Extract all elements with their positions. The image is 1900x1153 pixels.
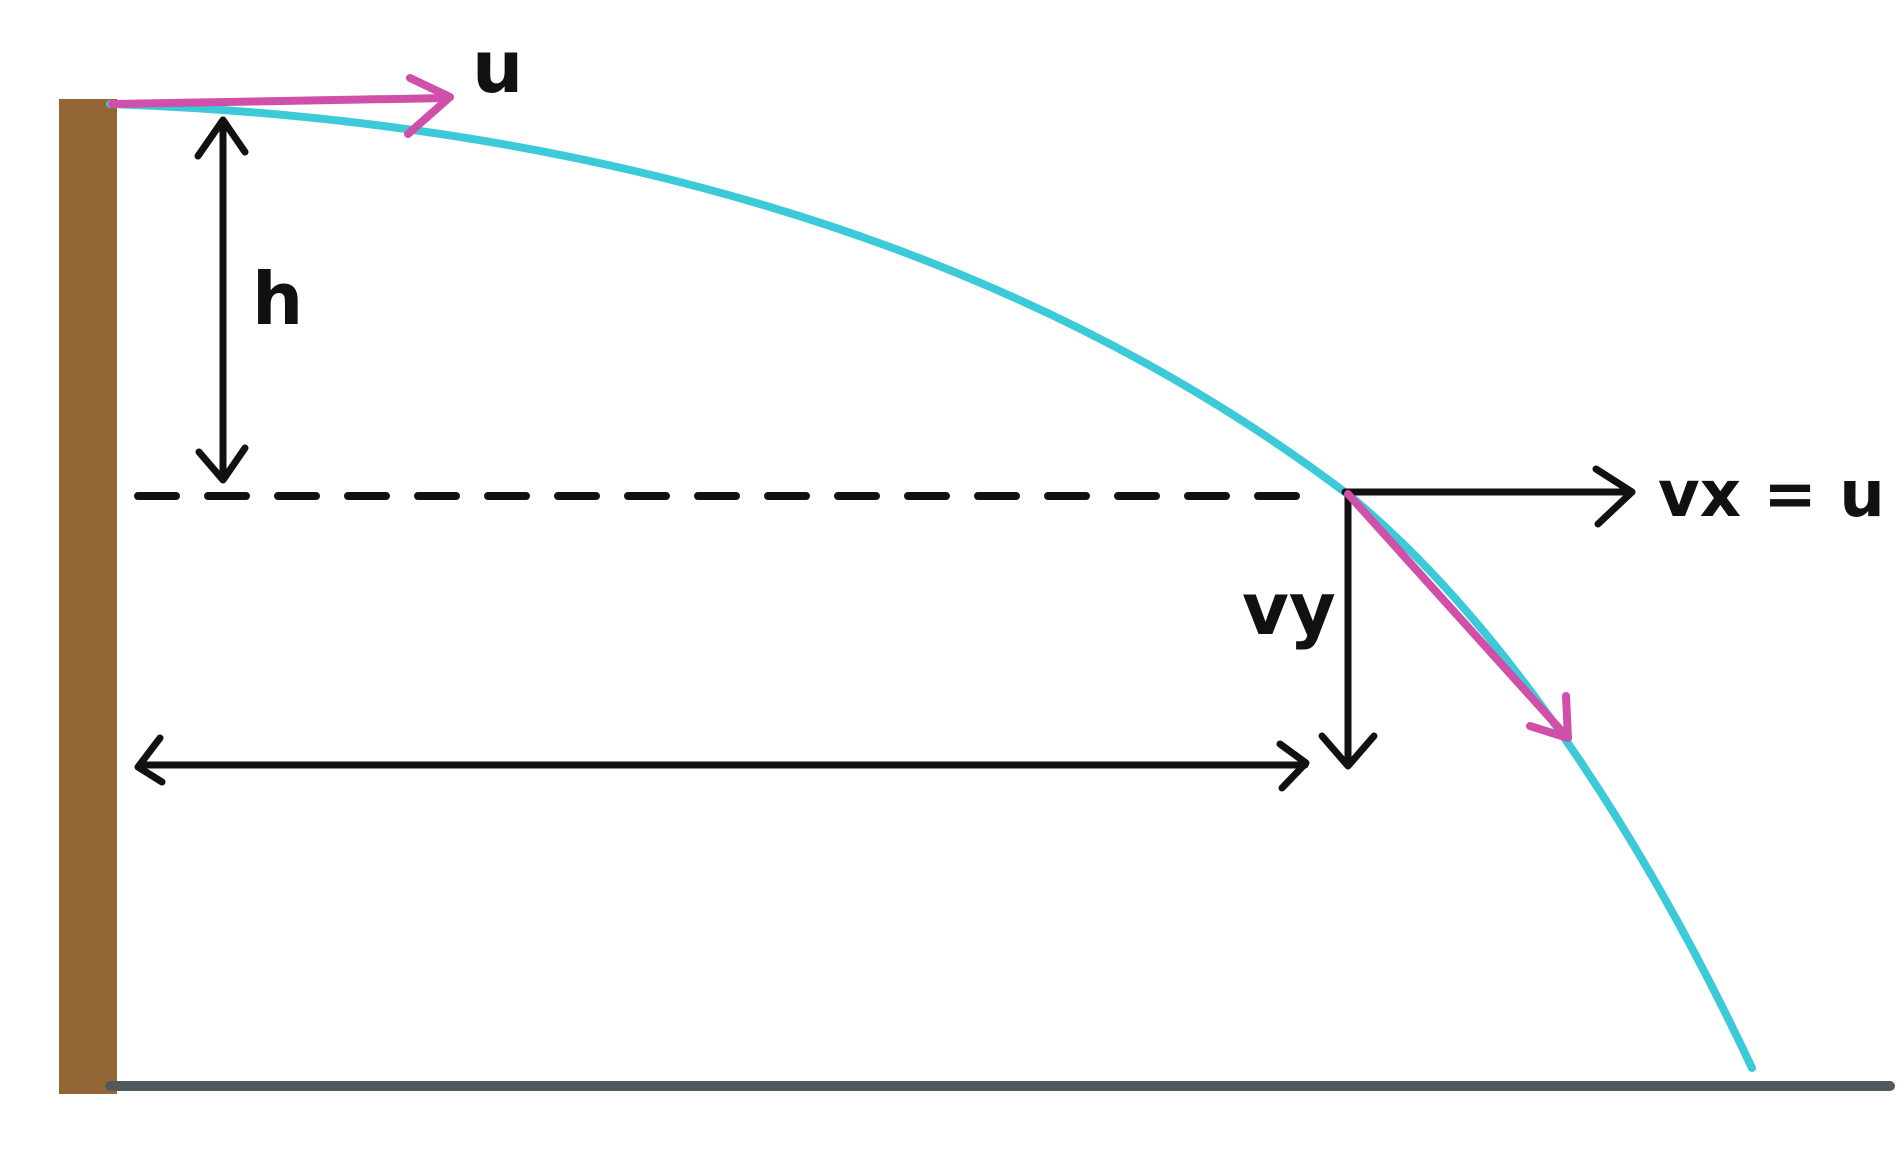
label-h: h	[252, 257, 303, 341]
initial-velocity-arrow	[108, 74, 454, 138]
trajectory-curve	[106, 100, 1756, 1072]
height-arrow	[194, 116, 249, 484]
label-vx: vx = u	[1658, 458, 1885, 532]
label-u: u	[472, 25, 523, 109]
vertical-velocity-arrow	[1318, 490, 1378, 770]
resultant-velocity-arrow	[1344, 490, 1572, 742]
horizontal-distance-arrow	[134, 734, 1310, 792]
horizontal-velocity-arrow	[1341, 465, 1636, 528]
label-vy: vy	[1242, 567, 1336, 651]
wall	[59, 99, 117, 1094]
